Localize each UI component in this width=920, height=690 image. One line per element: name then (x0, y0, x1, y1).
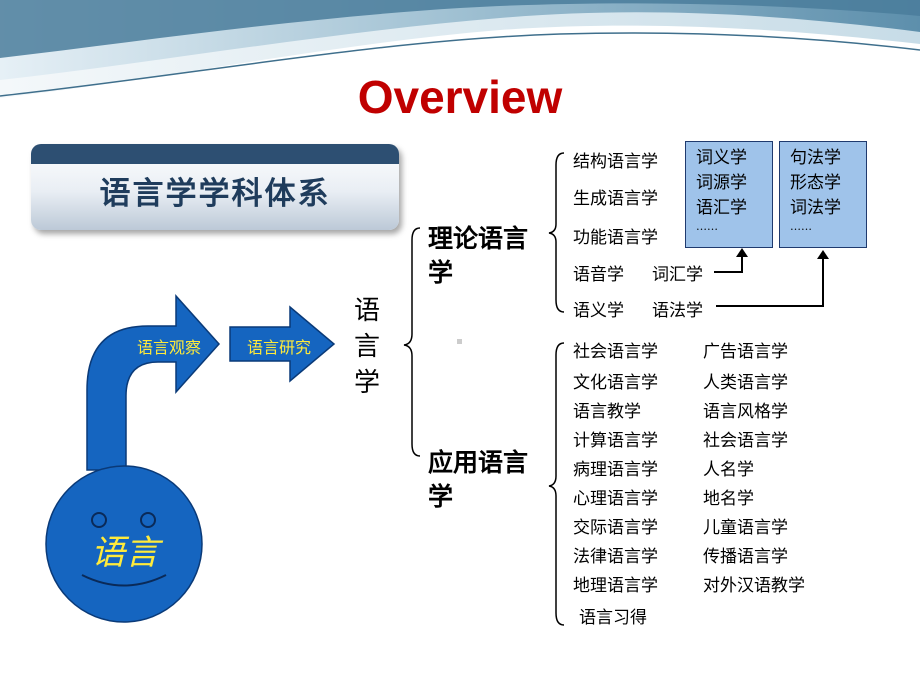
item-generative: 生成语言学 (573, 189, 658, 209)
arrowhead-lexicology (736, 248, 748, 257)
applied-right-7: 儿童语言学 (703, 518, 788, 538)
applied-right-5: 人名学 (703, 460, 754, 480)
center-dot (457, 339, 462, 344)
connector-lexicology (714, 256, 743, 273)
vertical-char-3: 学 (354, 368, 381, 398)
branch-theoretical-label: 理论语言学 (428, 224, 529, 287)
lexicology-sub-more: …… (696, 220, 718, 233)
applied-right-9: 对外汉语教学 (703, 576, 805, 596)
left-eye (91, 512, 107, 528)
straight-arrow (229, 305, 336, 383)
grammar-sub-more: …… (790, 220, 812, 233)
applied-right-4: 社会语言学 (703, 431, 788, 451)
page-title: Overview (357, 71, 563, 123)
grammar-sub-1: 句法学 (790, 148, 841, 168)
item-structural: 结构语言学 (573, 152, 658, 172)
branch-theoretical: 理论语言学 (428, 222, 528, 290)
banner-label: 语言学学科体系 (99, 176, 331, 212)
connector-grammar (716, 258, 824, 307)
vertical-char-1: 语 (354, 296, 381, 326)
theoretical-brace (548, 152, 565, 313)
lexicology-subfields-box: 词义学 词源学 语汇学 …… (685, 141, 773, 248)
label-observe: 语言观察 (137, 338, 202, 357)
arrowhead-grammar (817, 250, 829, 259)
grammar-subfields-box: 句法学 形态学 词法学 …… (779, 141, 867, 248)
applied-left-6: 心理语言学 (573, 489, 658, 509)
lexicology-sub-1: 词义学 (696, 148, 747, 168)
applied-right-6: 地名学 (703, 489, 754, 509)
grammar-sub-3: 词法学 (790, 198, 841, 218)
item-semantics: 语义学 (573, 301, 624, 321)
applied-left-1: 社会语言学 (573, 342, 658, 362)
language-face (45, 465, 203, 623)
applied-left-5: 病理语言学 (573, 460, 658, 480)
face-label: 语言 (91, 533, 159, 573)
applied-right-1: 广告语言学 (703, 342, 788, 362)
applied-brace (548, 342, 565, 626)
applied-right-2: 人类语言学 (703, 373, 788, 393)
vertical-char-2: 言 (354, 332, 381, 362)
applied-right-3: 语言风格学 (703, 402, 788, 422)
applied-left-9: 地理语言学 (573, 576, 658, 596)
smile (81, 574, 167, 587)
applied-left-8: 法律语言学 (573, 547, 658, 567)
grammar-sub-2: 形态学 (790, 173, 841, 193)
item-phonetics: 语音学 (573, 265, 624, 285)
applied-left-7: 交际语言学 (573, 518, 658, 538)
applied-left-3: 语言教学 (573, 402, 641, 422)
curved-arrow (86, 294, 221, 471)
item-grammar: 语法学 (652, 301, 703, 321)
lexicology-sub-3: 语汇学 (696, 198, 747, 218)
subject-banner: 语言学学科体系 (31, 144, 399, 230)
applied-left-2: 文化语言学 (573, 373, 658, 393)
applied-left-4: 计算语言学 (573, 431, 658, 451)
right-eye (140, 512, 156, 528)
header-wave-decoration (0, 0, 920, 98)
item-lexicology: 词汇学 (652, 265, 703, 285)
branch-applied-label: 应用语言学 (428, 448, 529, 511)
branch-applied: 应用语言学 (428, 446, 528, 514)
main-brace (403, 227, 421, 457)
applied-right-8: 传播语言学 (703, 547, 788, 567)
applied-left-10: 语言习得 (579, 608, 647, 628)
item-functional: 功能语言学 (573, 228, 658, 248)
banner-cap (31, 144, 399, 164)
lexicology-sub-2: 词源学 (696, 173, 747, 193)
label-research: 语言研究 (247, 338, 312, 357)
